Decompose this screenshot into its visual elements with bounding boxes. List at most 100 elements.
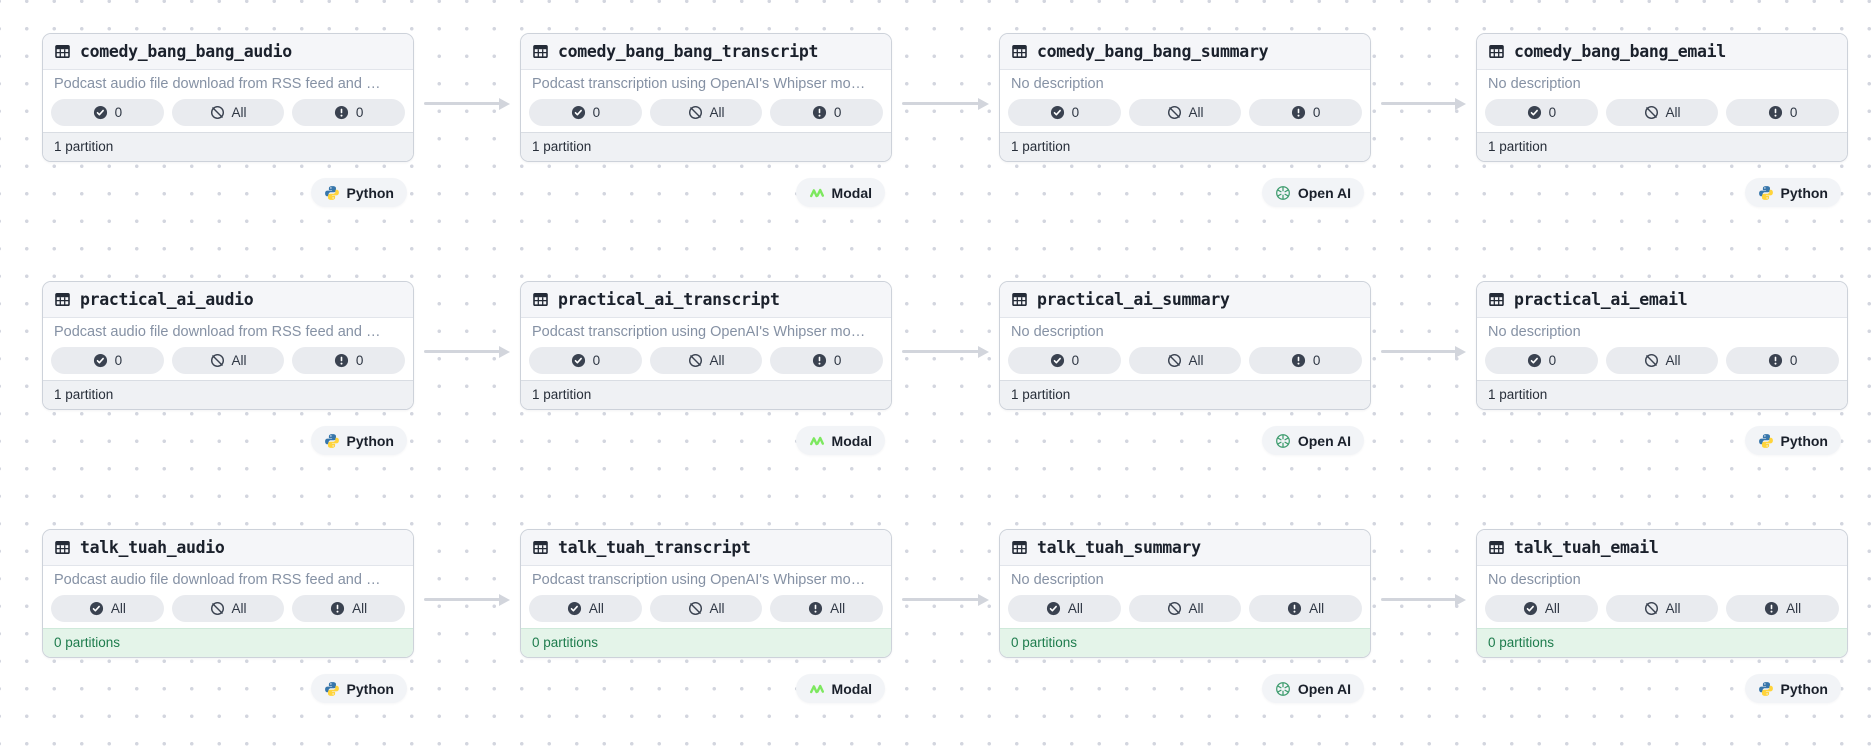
asset-node[interactable]: talk_tuah_audio Podcast audio file downl… bbox=[42, 529, 414, 658]
missing-count-pill[interactable]: All bbox=[1605, 99, 1719, 126]
check-circle-icon bbox=[571, 105, 586, 120]
partition-footer: 1 partition bbox=[43, 380, 413, 409]
materialized-count-pill[interactable]: All bbox=[1485, 595, 1598, 622]
materialized-count-pill[interactable]: 0 bbox=[1008, 347, 1121, 374]
materialized-count-pill[interactable]: 0 bbox=[529, 347, 642, 374]
failed-count-pill[interactable]: 0 bbox=[1726, 347, 1840, 374]
pill-value: 0 bbox=[592, 353, 601, 368]
check-circle-icon bbox=[1046, 601, 1061, 616]
failed-count-pill[interactable]: All bbox=[770, 595, 884, 622]
missing-count-pill[interactable]: All bbox=[1128, 99, 1242, 126]
tech-badge[interactable]: Modal bbox=[795, 426, 885, 455]
status-badge-row: 0 All 0 bbox=[1000, 92, 1370, 126]
pill-value: All bbox=[1665, 353, 1681, 368]
openai-logo-icon bbox=[1275, 681, 1291, 697]
asset-node-group: practical_ai_summary No description 0 Al… bbox=[999, 281, 1371, 455]
failed-count-pill[interactable]: All bbox=[1726, 595, 1840, 622]
alert-circle-icon bbox=[330, 601, 345, 616]
asset-node[interactable]: comedy_bang_bang_audio Podcast audio fil… bbox=[42, 33, 414, 162]
pill-value: All bbox=[1188, 105, 1204, 120]
pill-value: All bbox=[1309, 601, 1325, 616]
pill-value: 0 bbox=[1789, 353, 1798, 368]
failed-count-pill[interactable]: 0 bbox=[1249, 99, 1363, 126]
missing-count-pill[interactable]: All bbox=[171, 99, 285, 126]
asset-name: talk_tuah_email bbox=[1514, 538, 1659, 557]
materialized-count-pill[interactable]: 0 bbox=[1008, 99, 1121, 126]
materialized-count-pill[interactable]: 0 bbox=[529, 99, 642, 126]
tech-badge[interactable]: Python bbox=[1744, 178, 1841, 207]
missing-count-pill[interactable]: All bbox=[649, 99, 763, 126]
missing-count-pill[interactable]: All bbox=[649, 347, 763, 374]
asset-node[interactable]: practical_ai_audio Podcast audio file do… bbox=[42, 281, 414, 410]
pill-value: All bbox=[1665, 601, 1681, 616]
python-logo-icon bbox=[1758, 433, 1774, 449]
partition-footer: 1 partition bbox=[1477, 380, 1847, 409]
partition-footer: 0 partitions bbox=[1000, 628, 1370, 657]
tech-badge[interactable]: Modal bbox=[795, 674, 885, 703]
tech-badge[interactable]: Open AI bbox=[1261, 426, 1364, 455]
asset-node[interactable]: talk_tuah_email No description All All A… bbox=[1476, 529, 1848, 658]
pill-value: All bbox=[1067, 601, 1083, 616]
missing-count-pill[interactable]: All bbox=[1605, 347, 1719, 374]
partition-footer: 1 partition bbox=[43, 132, 413, 161]
materialized-count-pill[interactable]: All bbox=[51, 595, 164, 622]
tech-badge[interactable]: Python bbox=[310, 674, 407, 703]
missing-count-pill[interactable]: All bbox=[1605, 595, 1719, 622]
tech-badge[interactable]: Open AI bbox=[1261, 178, 1364, 207]
tech-badge[interactable]: Open AI bbox=[1261, 674, 1364, 703]
tech-badge[interactable]: Python bbox=[1744, 674, 1841, 703]
pill-value: 0 bbox=[355, 353, 364, 368]
asset-node[interactable]: comedy_bang_bang_summary No description … bbox=[999, 33, 1371, 162]
materialized-count-pill[interactable]: 0 bbox=[1485, 99, 1598, 126]
missing-count-pill[interactable]: All bbox=[1128, 347, 1242, 374]
missing-count-pill[interactable]: All bbox=[1128, 595, 1242, 622]
missing-count-pill[interactable]: All bbox=[171, 347, 285, 374]
modal-logo-icon bbox=[809, 185, 825, 201]
failed-count-pill[interactable]: 0 bbox=[292, 99, 406, 126]
asset-name: talk_tuah_summary bbox=[1037, 538, 1201, 557]
tech-badge-label: Open AI bbox=[1297, 432, 1351, 449]
asset-node[interactable]: comedy_bang_bang_transcript Podcast tran… bbox=[520, 33, 892, 162]
failed-count-pill[interactable]: All bbox=[292, 595, 406, 622]
python-logo-icon bbox=[324, 681, 340, 697]
failed-count-pill[interactable]: 0 bbox=[1249, 347, 1363, 374]
tech-badge[interactable]: Modal bbox=[795, 178, 885, 207]
asset-name: practical_ai_summary bbox=[1037, 290, 1230, 309]
asset-description: Podcast audio file download from RSS fee… bbox=[54, 572, 381, 588]
failed-count-pill[interactable]: 0 bbox=[1726, 99, 1840, 126]
asset-node-header: talk_tuah_audio bbox=[43, 530, 413, 566]
failed-count-pill[interactable]: All bbox=[1249, 595, 1363, 622]
table-icon bbox=[532, 539, 549, 556]
asset-node[interactable]: talk_tuah_summary No description All All… bbox=[999, 529, 1371, 658]
materialized-count-pill[interactable]: 0 bbox=[51, 99, 164, 126]
alert-circle-icon bbox=[334, 353, 349, 368]
materialized-count-pill[interactable]: 0 bbox=[1485, 347, 1598, 374]
check-circle-icon bbox=[567, 601, 582, 616]
lineage-arrow bbox=[424, 102, 500, 105]
materialized-count-pill[interactable]: 0 bbox=[51, 347, 164, 374]
failed-count-pill[interactable]: 0 bbox=[770, 347, 884, 374]
missing-count-pill[interactable]: All bbox=[171, 595, 285, 622]
asset-node[interactable]: practical_ai_transcript Podcast transcri… bbox=[520, 281, 892, 410]
alert-circle-icon bbox=[1764, 601, 1779, 616]
asset-node[interactable]: talk_tuah_transcript Podcast transcripti… bbox=[520, 529, 892, 658]
asset-node[interactable]: practical_ai_summary No description 0 Al… bbox=[999, 281, 1371, 410]
pill-value: 0 bbox=[1071, 353, 1080, 368]
tech-badge[interactable]: Python bbox=[310, 426, 407, 455]
failed-count-pill[interactable]: 0 bbox=[292, 347, 406, 374]
asset-node[interactable]: comedy_bang_bang_email No description 0 … bbox=[1476, 33, 1848, 162]
check-circle-icon bbox=[1527, 353, 1542, 368]
materialized-count-pill[interactable]: All bbox=[1008, 595, 1121, 622]
materialized-count-pill[interactable]: All bbox=[529, 595, 642, 622]
asset-node[interactable]: practical_ai_email No description 0 All … bbox=[1476, 281, 1848, 410]
slash-circle-icon bbox=[688, 105, 703, 120]
pill-value: 0 bbox=[355, 105, 364, 120]
tech-badge[interactable]: Python bbox=[1744, 426, 1841, 455]
partition-footer: 1 partition bbox=[1477, 132, 1847, 161]
failed-count-pill[interactable]: 0 bbox=[770, 99, 884, 126]
missing-count-pill[interactable]: All bbox=[649, 595, 763, 622]
alert-circle-icon bbox=[1768, 353, 1783, 368]
tech-badge[interactable]: Python bbox=[310, 178, 407, 207]
tech-badge-label: Modal bbox=[831, 184, 872, 201]
